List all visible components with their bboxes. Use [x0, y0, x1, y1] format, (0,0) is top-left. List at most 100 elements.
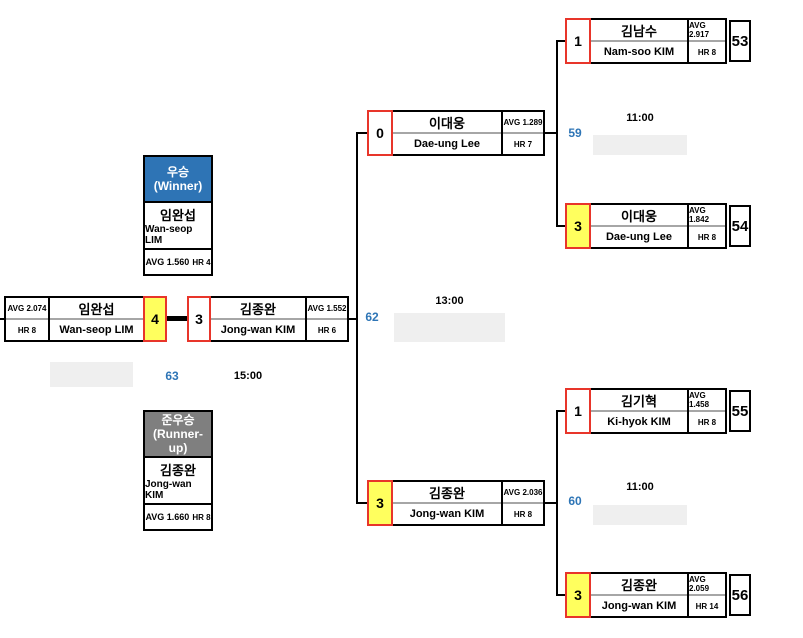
avg-stat: AVG 2.059	[689, 574, 725, 596]
connector-line	[356, 502, 369, 504]
match-box-56: 3 김종완 Jong-wan KIM AVG 2.059 HR 14	[565, 572, 727, 618]
venue-placeholder	[50, 362, 133, 387]
game-59-time: 11:00	[626, 112, 654, 124]
winner-title-english: (Winner)	[153, 179, 203, 193]
player-stats-cell: AVG 2.036 HR 8	[501, 480, 545, 526]
avg-stat: AVG 1.289	[503, 112, 543, 134]
connector-line	[556, 594, 567, 596]
game-60-time: 11:00	[626, 481, 654, 493]
match-box-semifinal-bottom: 3 김종완 Jong-wan KIM AVG 2.036 HR 8	[367, 480, 545, 526]
connector-line	[545, 502, 558, 504]
hr-stat: HR 6	[317, 325, 337, 335]
player-stats-cell: AVG 1.289 HR 7	[501, 110, 545, 156]
venue-placeholder	[394, 313, 505, 342]
game-59-number: 59	[568, 126, 582, 140]
match-number-53: 53	[729, 20, 751, 62]
hr-stat: HR 8	[192, 512, 211, 522]
hr-stat: HR 4	[192, 257, 211, 267]
player-name-cell: 이대웅 Dae-ung Lee	[393, 110, 501, 156]
avg-stat: AVG 1.552	[307, 298, 347, 320]
game-60-number: 60	[568, 494, 582, 508]
player-name-cell: 임완섭 Wan-seop LIM	[48, 296, 143, 342]
runnerup-name-english: Jong-wan KIM	[145, 479, 192, 501]
player-name-cell: 김종완 Jong-wan KIM	[591, 572, 687, 618]
hr-stat: HR 8	[697, 47, 717, 57]
match-number-55: 55	[729, 390, 751, 432]
score-cell: 3	[565, 203, 591, 249]
venue-placeholder	[593, 135, 687, 155]
player-name-cell: 김종완 Jong-wan KIM	[393, 480, 501, 526]
connector-line	[0, 318, 5, 320]
player-name-korean: 김남수	[591, 20, 687, 42]
hr-stat: HR 8	[17, 325, 37, 335]
avg-stat: AVG 2.036	[503, 482, 543, 504]
hr-stat: HR 7	[513, 139, 533, 149]
runnerup-panel-header: 준우승 (Runner-up)	[145, 412, 211, 458]
connector-line	[556, 225, 567, 227]
runnerup-name: 김종완 Jong-wan KIM	[145, 458, 211, 505]
hr-stat: HR 14	[695, 601, 719, 611]
player-stats-cell: AVG 1.458 HR 8	[687, 388, 727, 434]
hr-stat: HR 8	[513, 509, 533, 519]
score-cell: 0	[367, 110, 393, 156]
avg-stat: AVG 2.917	[689, 20, 725, 42]
score-cell: 3	[187, 296, 211, 342]
player-stats-cell: AVG 1.552 HR 6	[305, 296, 349, 342]
match-box-final-right: 3 김종완 Jong-wan KIM AVG 1.552 HR 6	[187, 296, 349, 342]
avg-stat: AVG 1.560	[145, 257, 190, 267]
player-stats-cell: AVG 1.842 HR 8	[687, 203, 727, 249]
runnerup-panel: 준우승 (Runner-up) 김종완 Jong-wan KIM AVG 1.6…	[143, 410, 213, 531]
runnerup-stats: AVG 1.660 HR 8	[145, 505, 211, 529]
player-name-english: Ki-hyok KIM	[607, 416, 671, 428]
game-62-number: 62	[365, 310, 379, 324]
player-name-korean: 김종완	[591, 574, 687, 596]
winner-stats: AVG 1.560 HR 4	[145, 250, 211, 274]
venue-placeholder	[593, 505, 687, 525]
player-name-korean: 김종완	[211, 298, 305, 320]
player-name-korean: 임완섭	[50, 298, 143, 320]
avg-stat: AVG 1.660	[145, 512, 190, 522]
avg-stat: AVG 1.842	[689, 205, 725, 227]
game-63-time: 15:00	[233, 370, 263, 382]
match-number-54: 54	[729, 205, 751, 247]
game-63-number: 63	[165, 369, 179, 383]
runnerup-title-korean: 준우승	[161, 413, 195, 427]
match-box-53: 1 김남수 Nam-soo KIM AVG 2.917 HR 8	[565, 18, 727, 64]
connector-line	[349, 318, 358, 320]
player-name-korean: 김종완	[393, 482, 501, 504]
winner-title-korean: 우승	[166, 165, 190, 179]
connector-line	[556, 40, 567, 42]
final-connector-line	[167, 316, 187, 321]
winner-name: 임완섭 Wan-seop LIM	[145, 203, 211, 250]
avg-stat: AVG 2.074	[6, 298, 48, 320]
player-name-english: Jong-wan KIM	[409, 508, 485, 520]
match-number-56: 56	[729, 574, 751, 616]
player-name-english: Nam-soo KIM	[603, 46, 675, 58]
player-name-english: Jong-wan KIM	[220, 324, 296, 336]
connector-line	[545, 132, 558, 134]
score-cell: 1	[565, 18, 591, 64]
player-name-english: Jong-wan KIM	[601, 600, 677, 612]
player-stats-cell: AVG 2.059 HR 14	[687, 572, 727, 618]
player-name-english: Wan-seop LIM	[59, 324, 134, 336]
score-cell: 3	[367, 480, 393, 526]
player-stats-cell: AVG 2.917 HR 8	[687, 18, 727, 64]
runnerup-name-korean: 김종완	[160, 463, 196, 478]
hr-stat: HR 8	[697, 417, 717, 427]
connector-line	[556, 410, 567, 412]
winner-name-korean: 임완섭	[160, 208, 196, 223]
connector-line	[356, 132, 369, 134]
player-name-english: Dae-ung Lee	[605, 231, 672, 243]
player-name-cell: 이대웅 Dae-ung Lee	[591, 203, 687, 249]
score-cell: 1	[565, 388, 591, 434]
match-box-55: 1 김기혁 Ki-hyok KIM AVG 1.458 HR 8	[565, 388, 727, 434]
player-name-english: Dae-ung Lee	[413, 138, 480, 150]
player-stats-cell: AVG 2.074 HR 8	[4, 296, 48, 342]
runnerup-title-english: (Runner-up)	[153, 427, 203, 455]
winner-name-english: Wan-seop LIM	[145, 224, 193, 246]
score-cell: 4	[143, 296, 167, 342]
player-name-korean: 이대웅	[591, 205, 687, 227]
game-62-time: 13:00	[435, 295, 464, 307]
player-name-cell: 김종완 Jong-wan KIM	[211, 296, 305, 342]
